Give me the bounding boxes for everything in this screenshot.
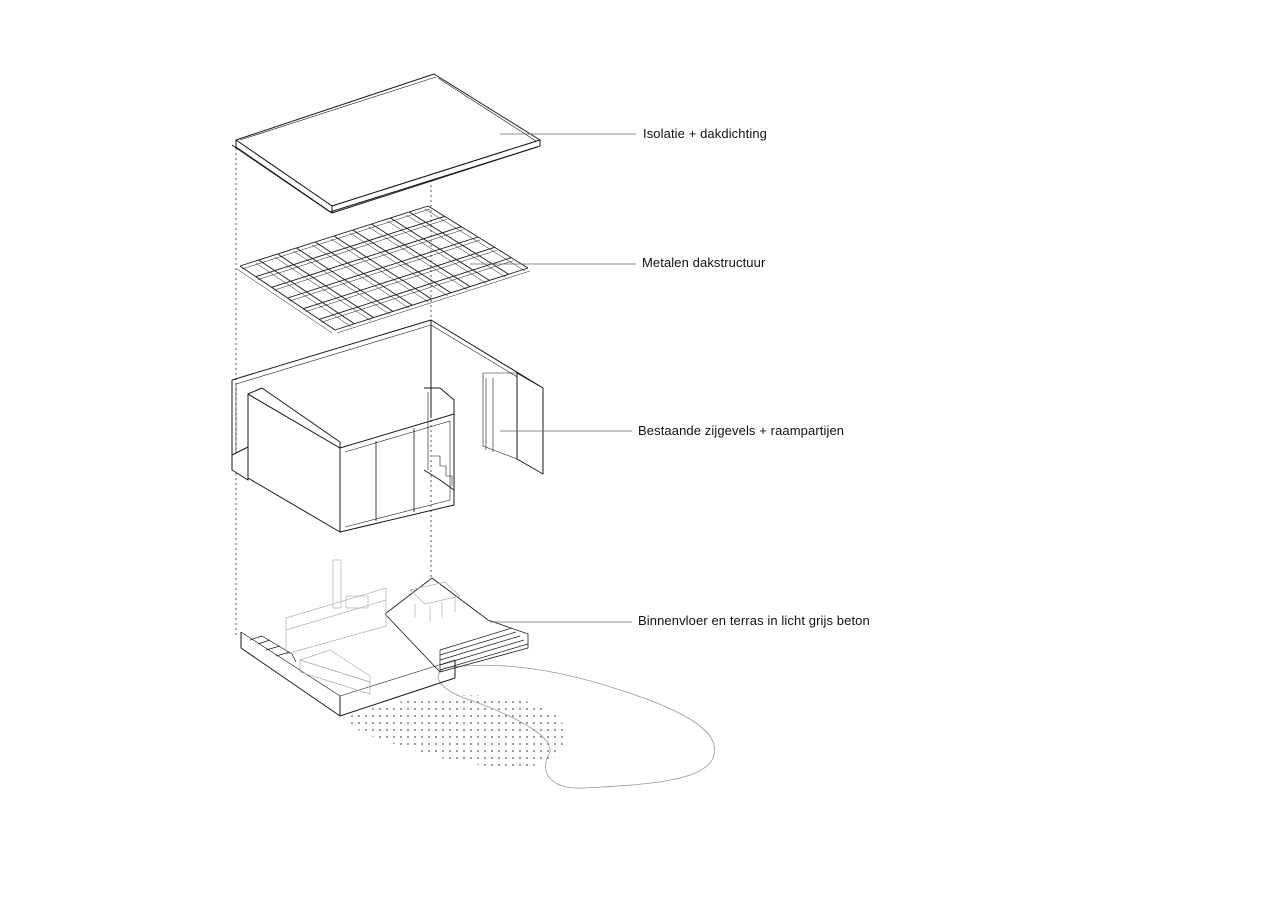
roof-grid-beam bbox=[241, 208, 431, 270]
roof-grid-beam bbox=[257, 219, 447, 280]
roof-grid-beam bbox=[303, 246, 495, 310]
roof-grid-beam bbox=[387, 220, 487, 284]
roof-grid-beam bbox=[271, 226, 462, 288]
roof-grid-beam bbox=[319, 257, 512, 320]
roof-grid-beam bbox=[424, 208, 526, 272]
roof-grid-beam bbox=[274, 256, 371, 321]
roof-grid-beam bbox=[239, 205, 429, 267]
roof-grid-beam bbox=[273, 229, 464, 291]
floor-label: Binnenvloer en terras in licht grijs bet… bbox=[638, 613, 870, 628]
roof-grid-beam bbox=[321, 260, 514, 323]
roof-grid-beam bbox=[293, 250, 391, 315]
roof-grid-beam bbox=[330, 238, 429, 303]
roof-grid-beam bbox=[305, 250, 497, 312]
structure-label: Metalen dakstructuur bbox=[642, 255, 766, 270]
roof-grid-beam bbox=[289, 239, 481, 302]
roof-grid-beam bbox=[255, 262, 352, 328]
roof-grid-beam bbox=[368, 226, 468, 290]
roof-grid-beam bbox=[255, 215, 445, 278]
roof-structure-layer bbox=[236, 205, 531, 334]
walls-layer bbox=[231, 319, 544, 533]
roof-layer bbox=[231, 73, 541, 214]
roof-grid-beam bbox=[334, 267, 529, 331]
roof-grid-beam bbox=[236, 268, 333, 334]
furniture bbox=[285, 559, 461, 695]
garden-area bbox=[349, 664, 715, 789]
roof-grid-beam bbox=[287, 236, 479, 299]
roof-label: Isolatie + dakdichting bbox=[643, 126, 767, 141]
walls-label: Bestaande zijgevels + raampartijen bbox=[638, 423, 845, 438]
roof-grid-beam bbox=[349, 232, 448, 297]
floor-layer bbox=[240, 577, 529, 717]
roof-grid-beam bbox=[406, 214, 506, 278]
roof-grid-beam bbox=[336, 270, 531, 334]
roof-grid-beam bbox=[312, 244, 410, 309]
